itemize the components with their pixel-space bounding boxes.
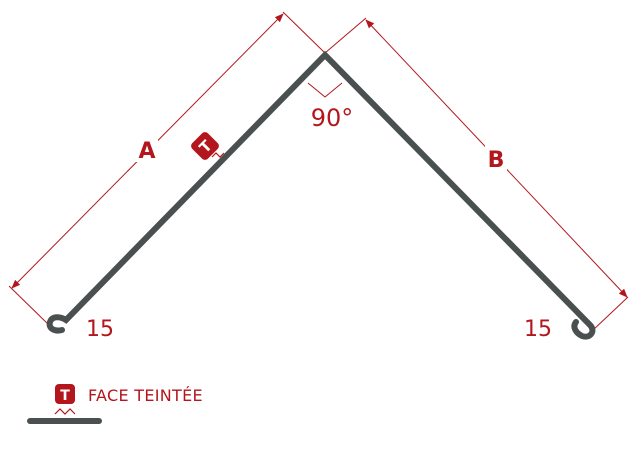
right-hem-label: 15: [524, 317, 552, 342]
extension-line-apex-left: [282, 11, 326, 54]
legend-badge-letter: T: [60, 388, 70, 404]
dimension-b-label-bg: [485, 145, 507, 171]
tint-badge: T: [191, 132, 219, 160]
dimension-a-label: A: [138, 139, 155, 164]
right-angle-marker: [307, 82, 343, 98]
extension-line-right-end: [591, 296, 629, 332]
tint-badge-pointer: [211, 152, 225, 158]
extension-lines: [8, 11, 629, 332]
angle-label: 90°: [311, 104, 354, 132]
tint-badge-square: [191, 132, 219, 160]
legend-label: FACE TEINTÉE: [88, 386, 203, 405]
legend: T: [27, 384, 102, 424]
left-hem-label: 15: [86, 317, 114, 342]
legend-badge: [55, 384, 75, 404]
flashing-profile: [46, 50, 596, 340]
dimension-b-label: B: [488, 148, 505, 173]
extension-line-apex-right: [324, 17, 367, 54]
extension-line-left-end: [8, 285, 51, 327]
dimension-a-label-bg: [136, 136, 158, 162]
legend-pointer: [54, 408, 76, 415]
